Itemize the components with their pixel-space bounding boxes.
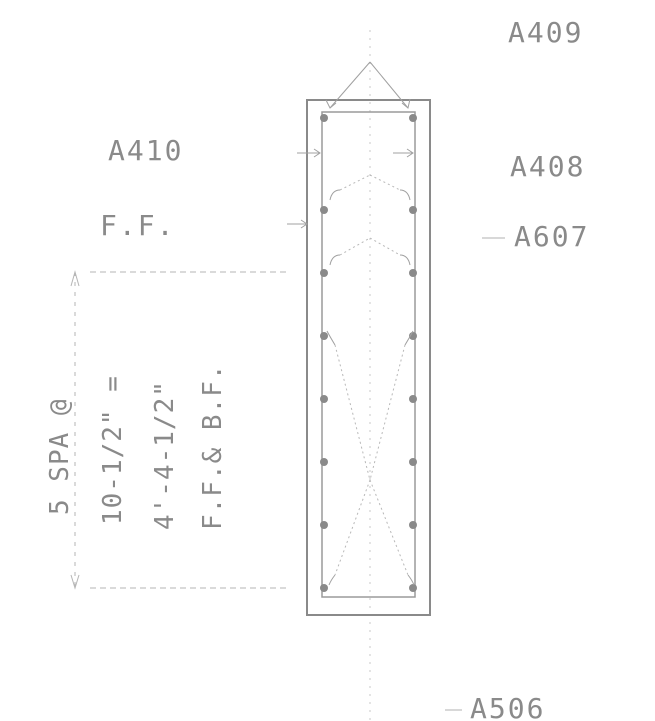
- spacing-dimension: [70, 270, 290, 590]
- label-ff: F.F.: [100, 209, 175, 242]
- bar-dot: [320, 332, 328, 340]
- bar-dot: [320, 458, 328, 466]
- spacing-line-3: 4'-4-1/2": [150, 380, 180, 530]
- bar-dot: [409, 269, 417, 277]
- rebar-cage: [321, 111, 416, 598]
- spacing-line-2: 10-1/2" =: [98, 375, 128, 525]
- leader-ff: [287, 219, 308, 229]
- leader-a410: [297, 148, 321, 158]
- bar-dot: [320, 521, 328, 529]
- bar-dot: [320, 395, 328, 403]
- bar-dot: [409, 114, 417, 122]
- bar-dot: [320, 584, 328, 592]
- label-a409: A409: [508, 16, 583, 49]
- bar-dot: [320, 206, 328, 214]
- bar-dot: [409, 521, 417, 529]
- label-a410: A410: [108, 134, 183, 167]
- leader-a408: [393, 148, 414, 158]
- left-bars: [320, 114, 328, 592]
- bar-dot: [409, 206, 417, 214]
- leader-a409: [325, 61, 411, 109]
- tie-hooks: [326, 189, 415, 586]
- label-a607: A607: [514, 220, 589, 253]
- spacing-line-4: F.F.& B.F.: [198, 363, 228, 530]
- cross-ties: [334, 174, 409, 576]
- column-outline: [306, 99, 431, 616]
- bar-dot: [320, 114, 328, 122]
- bar-dot: [409, 584, 417, 592]
- bar-dot: [320, 269, 328, 277]
- bar-dot: [409, 395, 417, 403]
- right-bars: [409, 114, 417, 592]
- spacing-note: 5 SPA @ 10-1/2" = 4'-4-1/2" F.F.& B.F.: [45, 363, 228, 530]
- label-a506: A506: [470, 692, 545, 721]
- label-a408: A408: [510, 150, 585, 183]
- bar-dot: [409, 458, 417, 466]
- spacing-line-1: 5 SPA @: [45, 398, 75, 515]
